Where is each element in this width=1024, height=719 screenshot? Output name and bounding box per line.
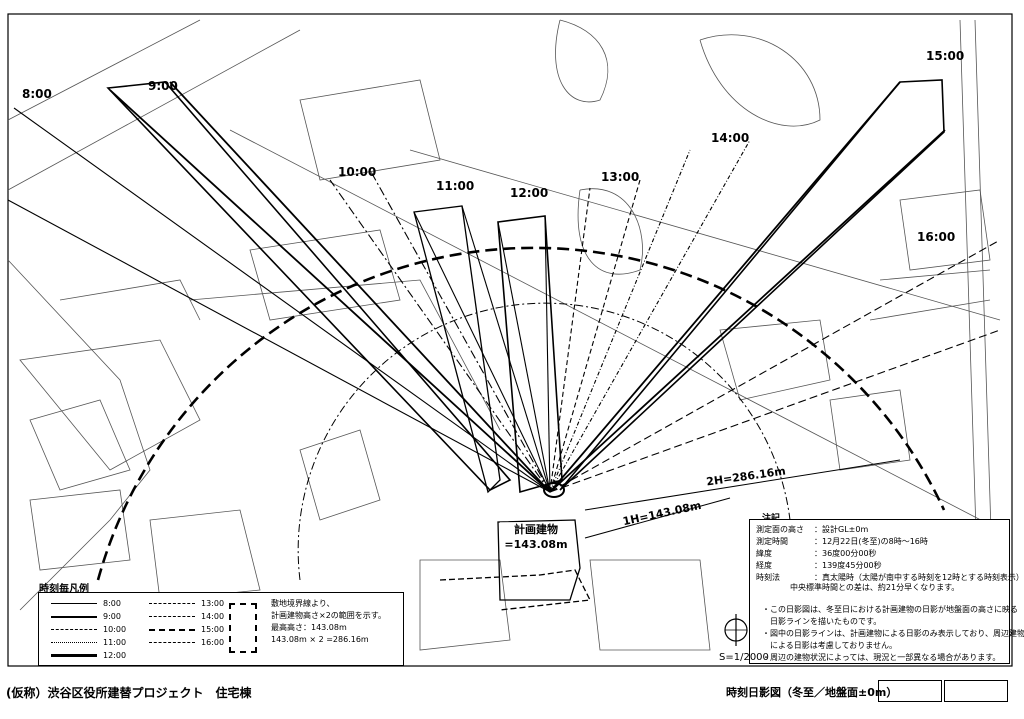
legend-item-label: 12:00	[103, 651, 127, 660]
note-value: ：設計GL±0m	[814, 525, 869, 534]
note-key: 緯度	[756, 549, 772, 558]
note-bullet: ・周辺の建物状況によっては、現況と一部異なる場合があります。	[762, 653, 1001, 662]
legend-note-4: 143.08m × 2 =286.16m	[271, 635, 369, 644]
time-label-10: 10:00	[338, 165, 376, 179]
time-label-11: 11:00	[436, 179, 474, 193]
shadow-9-footprint	[106, 81, 512, 491]
shadow-11-footprint	[413, 205, 501, 494]
note-value: ：12月22日(冬至)の8時〜16時	[814, 537, 928, 546]
legend-line-sample	[51, 629, 97, 630]
legend-line-sample	[149, 628, 195, 631]
shadow-ray-13-a	[549, 187, 591, 493]
building-label-name: 計画建物	[514, 523, 558, 536]
legend-title: 時刻毎凡例	[39, 584, 89, 595]
two-h-range-arc	[96, 246, 946, 581]
legend-line-sample	[51, 615, 97, 618]
drawing-title: 時刻日影図（冬至／地盤面±0m）	[726, 686, 898, 699]
shadow-ray-14-a	[549, 149, 691, 493]
shadow-ray-13-b	[549, 179, 641, 493]
sheet-border	[7, 13, 1013, 667]
note-value: ：139度45分00秒	[814, 561, 882, 570]
note-bullet: による日影は考慮しておりません。	[762, 641, 898, 650]
legend-line-sample	[51, 603, 97, 604]
time-label-8: 8:00	[22, 87, 52, 101]
shadow-ray-11-b	[461, 205, 551, 493]
legend-item-label: 15:00	[201, 625, 225, 634]
legend-item-label: 13:00	[201, 599, 225, 608]
shadow-ray-15-b	[549, 129, 946, 493]
shadow-ray-10-a	[329, 179, 551, 493]
note-bullet: 日影ラインを描いたものです。	[762, 617, 882, 626]
footer-box-2	[944, 680, 1008, 702]
site-boundary-legend-sample	[229, 603, 257, 653]
project-title: (仮称）渋谷区役所建替プロジェクト 住宅棟	[6, 686, 252, 700]
legend-line-sample	[149, 616, 195, 617]
building-label: 計画建物 =143.08m	[500, 522, 572, 552]
note-bullet: ・図中の日影ラインは、計画建物による日影のみ表示しており、周辺建物等	[762, 629, 1024, 638]
legend-item: 12:00	[51, 651, 126, 660]
note-key: 測定時間	[756, 537, 788, 546]
note-value: ：36度00分00秒	[814, 549, 877, 558]
legend-note-2: 計画建物高さ×2の範囲を示す。	[271, 611, 386, 620]
time-label-12: 12:00	[510, 186, 548, 200]
shadow-ray-10-b	[369, 169, 551, 493]
legend-item: 9:00	[51, 612, 121, 621]
shadow-ray-9-b	[169, 81, 551, 493]
note-key: 測定面の高さ	[756, 525, 804, 534]
legend-item-label: 9:00	[103, 612, 121, 621]
time-label-13: 13:00	[601, 170, 639, 184]
legend-note-1: 敷地境界線より、	[271, 599, 335, 608]
legend-item: 8:00	[51, 599, 121, 608]
note-value: ：真太陽時（太陽が南中する時刻を12時とする時刻表示）	[814, 573, 1024, 582]
time-label-14: 14:00	[711, 131, 749, 145]
legend-item-label: 14:00	[201, 612, 225, 621]
shadow-12-footprint	[497, 215, 563, 494]
shadow-ray-8-b	[7, 199, 551, 493]
shadow-ray-16-a	[549, 239, 1001, 493]
one-h-leader	[584, 497, 731, 539]
shadow-ray-8-a	[13, 107, 551, 493]
shadow-ray-12-b	[544, 215, 551, 493]
legend-item: 11:00	[51, 638, 126, 647]
legend-item: 10:00	[51, 625, 126, 634]
shadow-rays	[7, 81, 1001, 493]
legend-item-label: 11:00	[103, 638, 127, 647]
note-key: 時刻法	[756, 573, 780, 582]
notes-extra: 中央標準時間との差は、約21分早くなります。	[790, 583, 960, 592]
time-label-16: 16:00	[917, 230, 955, 244]
note-key: 経度	[756, 561, 772, 570]
time-label-9: 9:00	[148, 79, 178, 93]
note-bullet: ・この日影図は、冬至日における計画建物の日影が地盤面の高さに映る	[762, 605, 1018, 614]
legend-item: 16:00	[149, 638, 224, 647]
legend-line-sample	[51, 654, 97, 657]
base-map	[7, 19, 1001, 661]
time-label-15: 15:00	[926, 49, 964, 63]
legend-item-label: 10:00	[103, 625, 127, 634]
legend-note-3: 最高高さ：143.08m	[271, 623, 347, 632]
site-footprint	[497, 519, 581, 601]
legend-line-sample	[149, 642, 195, 643]
legend-item-label: 16:00	[201, 638, 225, 647]
building-label-height: =143.08m	[504, 538, 568, 551]
legend-line-sample	[51, 642, 97, 643]
shadow-ray-12-a	[497, 221, 551, 493]
legend-line-sample	[149, 603, 195, 604]
two-h-leader	[584, 459, 901, 511]
legend-item: 14:00	[149, 612, 224, 621]
shadow-15-footprint	[559, 79, 945, 491]
scale-label: S=1/2000	[719, 652, 769, 663]
shadow-ray-16-b	[549, 329, 1001, 493]
legend-item-label: 8:00	[103, 599, 121, 608]
notes-panel: 測定面の高さ ：設計GL±0m 測定時間 ：12月22日(冬至)の8時〜16時緯度 ：3…	[749, 519, 1024, 664]
one-h-range-arc	[297, 302, 791, 581]
footer-box-1	[878, 680, 942, 702]
legend-panel: 8:00 9:00 10:00 11:00 12:00 13:00 14:00 15:00 1…	[38, 592, 404, 666]
site-boundary	[439, 569, 591, 611]
shadow-ray-15-a	[549, 81, 901, 493]
shadow-ray-9-a	[109, 89, 551, 493]
legend-item: 13:00	[149, 599, 224, 608]
legend-item: 15:00	[149, 625, 224, 634]
